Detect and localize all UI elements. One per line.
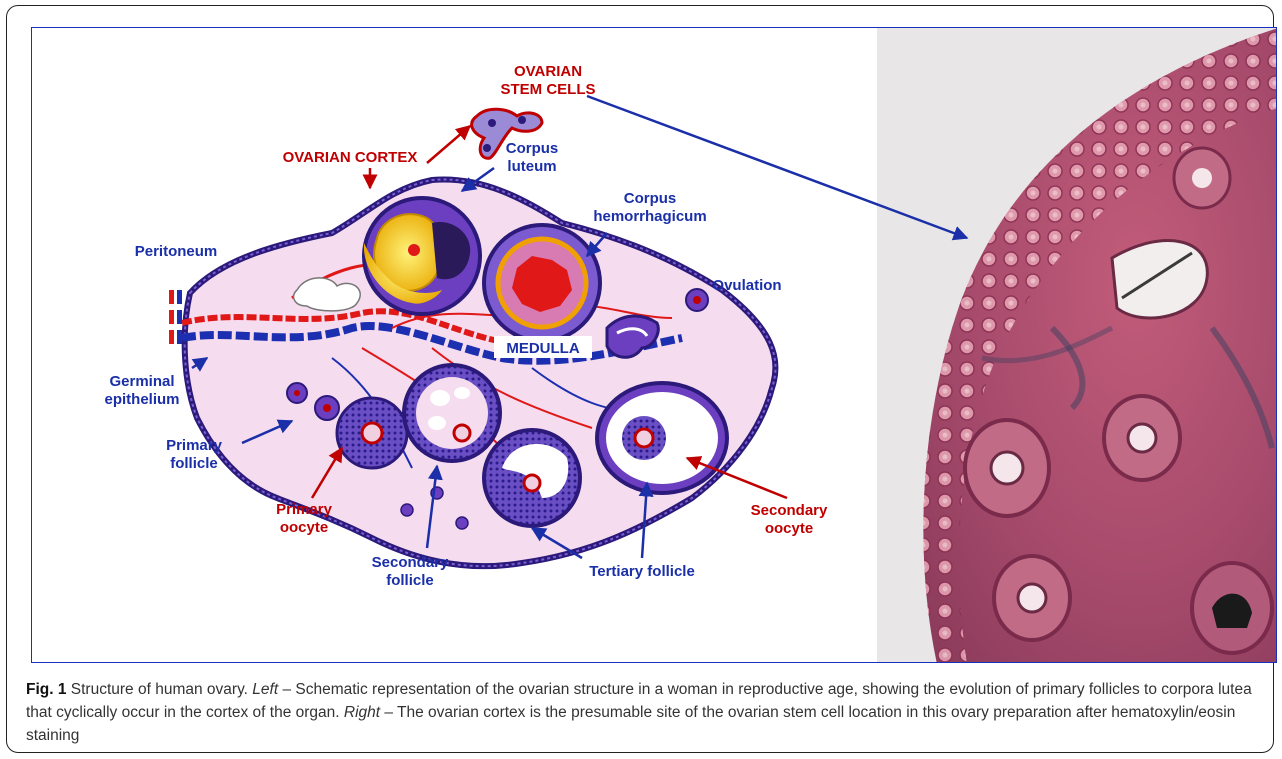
figure-panel: OVARIAN STEM CELLS OVARIAN CORTEX Corpus… <box>31 27 1277 663</box>
caption-figure-number: Fig. 1 <box>26 681 66 698</box>
label-corpus-hemorrhagicum-line2: hemorrhagicum <box>593 208 706 225</box>
histology-micrograph <box>877 28 1277 663</box>
label-corpus-luteum-line2: luteum <box>507 158 556 175</box>
label-secondary-follicle-line2: follicle <box>386 572 434 589</box>
figure-svg: OVARIAN STEM CELLS OVARIAN CORTEX Corpus… <box>32 28 1277 663</box>
label-peritoneum: Peritoneum <box>135 243 218 260</box>
label-germinal-epithelium-line1: Germinal <box>109 373 174 390</box>
label-ovarian-stem-cells-line2: STEM CELLS <box>500 81 595 98</box>
label-medulla: MEDULLA <box>506 340 579 357</box>
caption-right-word: Right <box>344 704 380 721</box>
caption-left-word: Left <box>252 681 278 698</box>
label-ovarian-stem-cells-line1: OVARIAN <box>514 63 582 80</box>
label-primary-follicle-line2: follicle <box>170 455 218 472</box>
label-germinal-epithelium-line2: epithelium <box>104 391 179 408</box>
figure-caption: Fig. 1 Structure of human ovary. Left – … <box>26 678 1266 747</box>
caption-title: Structure of human ovary. <box>66 681 252 698</box>
label-ovulation: Ovulation <box>712 277 781 294</box>
label-secondary-follicle-line1: Secondary <box>372 554 449 571</box>
label-corpus-luteum-line1: Corpus <box>506 140 559 157</box>
label-secondary-oocyte-line2: oocyte <box>765 520 813 537</box>
label-corpus-hemorrhagicum-line1: Corpus <box>624 190 677 207</box>
ovary-schematic <box>169 180 775 567</box>
label-primary-follicle-line1: Primary <box>166 437 223 454</box>
label-secondary-oocyte-line1: Secondary <box>751 502 828 519</box>
label-primary-oocyte-line1: Primary <box>276 501 333 518</box>
label-ovarian-cortex: OVARIAN CORTEX <box>283 149 418 166</box>
label-primary-oocyte-line2: oocyte <box>280 519 328 536</box>
label-tertiary-follicle: Tertiary follicle <box>589 563 695 580</box>
